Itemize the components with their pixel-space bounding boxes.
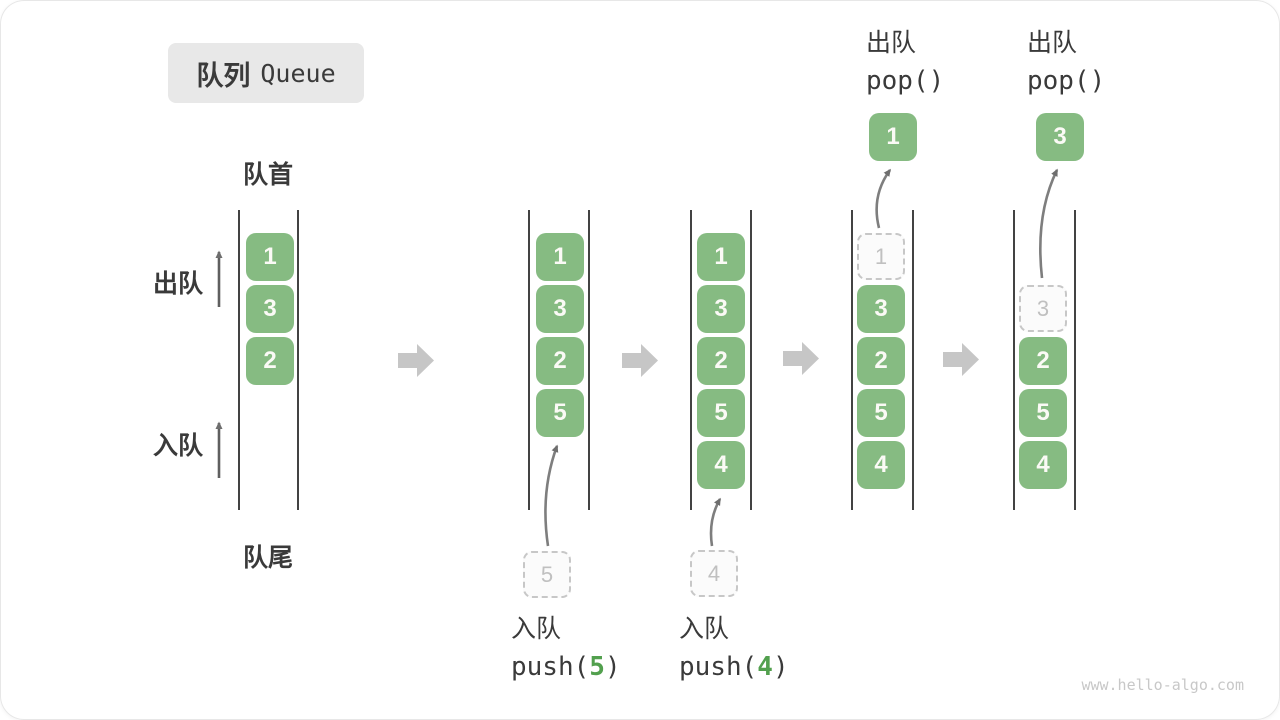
pop-arrow-icon xyxy=(1039,168,1059,279)
transition-arrow-icon xyxy=(398,344,434,377)
queue-front-label: 队首 xyxy=(242,161,293,189)
queue-element: 2 xyxy=(536,337,584,385)
queue-element: 1 xyxy=(697,233,745,281)
queue-element: 5 xyxy=(1019,389,1067,437)
pending-element-ghost: 5 xyxy=(523,551,571,598)
queue-element: 3 xyxy=(536,285,584,333)
transition-arrow-icon xyxy=(622,344,658,377)
queue-wall xyxy=(588,210,590,510)
op-code: push(5) xyxy=(511,652,621,682)
transition-arrow-icon xyxy=(783,342,819,375)
queue-wall xyxy=(851,210,853,510)
push-arrow-icon xyxy=(544,444,559,547)
queue-element: 2 xyxy=(1019,337,1067,385)
queue-element: 3 xyxy=(246,285,294,333)
queue-element: 5 xyxy=(536,389,584,437)
op-code: pop() xyxy=(866,66,945,96)
queue-element: 3 xyxy=(857,285,905,333)
enqueue-label: 入队 xyxy=(152,432,203,460)
queue-element: 1 xyxy=(536,233,584,281)
dequeue-op-label: 出队 pop() xyxy=(866,28,944,96)
title-cn: 队列 xyxy=(196,60,251,91)
title-en: Queue xyxy=(260,58,336,88)
watermark: www.hello-algo.com xyxy=(1081,676,1244,694)
title-badge: 队列 Queue xyxy=(168,43,364,103)
queue-wall xyxy=(750,210,752,510)
pending-element-ghost: 4 xyxy=(690,550,738,597)
op-code: pop() xyxy=(1027,66,1106,96)
queue-element: 2 xyxy=(857,337,905,385)
dequeue-op-label: 出队 pop() xyxy=(1027,28,1105,96)
op-code: push(4) xyxy=(679,652,789,682)
queue-element: 5 xyxy=(857,389,905,437)
op-arg: 4 xyxy=(757,652,773,682)
queue-element: 1 xyxy=(246,233,294,281)
queue-element: 4 xyxy=(1019,441,1067,489)
queue-element: 2 xyxy=(697,337,745,385)
pop-arrow-icon xyxy=(875,168,892,229)
op-action: 出队 xyxy=(866,29,917,57)
op-arg: 5 xyxy=(589,652,605,682)
queue-wall xyxy=(238,210,240,510)
enqueue-op-label: 入队 push(5) xyxy=(511,614,621,682)
popped-element: 3 xyxy=(1036,113,1084,161)
queue-element: 2 xyxy=(246,337,294,385)
queue-wall xyxy=(912,210,914,510)
dequeue-label: 出队 xyxy=(152,270,203,298)
transition-arrow-icon xyxy=(943,343,979,376)
removed-element-ghost: 1 xyxy=(857,233,905,280)
op-action: 出队 xyxy=(1027,29,1078,57)
queue-rear-label: 队尾 xyxy=(242,544,293,572)
queue-wall xyxy=(528,210,530,510)
popped-element: 1 xyxy=(869,113,917,161)
queue-wall xyxy=(297,210,299,510)
push-arrow-icon xyxy=(709,497,722,547)
queue-element: 4 xyxy=(857,441,905,489)
removed-element-ghost: 3 xyxy=(1019,285,1067,332)
op-action: 入队 xyxy=(679,615,730,643)
queue-wall xyxy=(1013,210,1015,510)
op-action: 入队 xyxy=(511,615,562,643)
enqueue-op-label: 入队 push(4) xyxy=(679,614,789,682)
queue-wall xyxy=(1074,210,1076,510)
queue-wall xyxy=(690,210,692,510)
queue-element: 3 xyxy=(697,285,745,333)
queue-element: 5 xyxy=(697,389,745,437)
queue-element: 4 xyxy=(697,441,745,489)
